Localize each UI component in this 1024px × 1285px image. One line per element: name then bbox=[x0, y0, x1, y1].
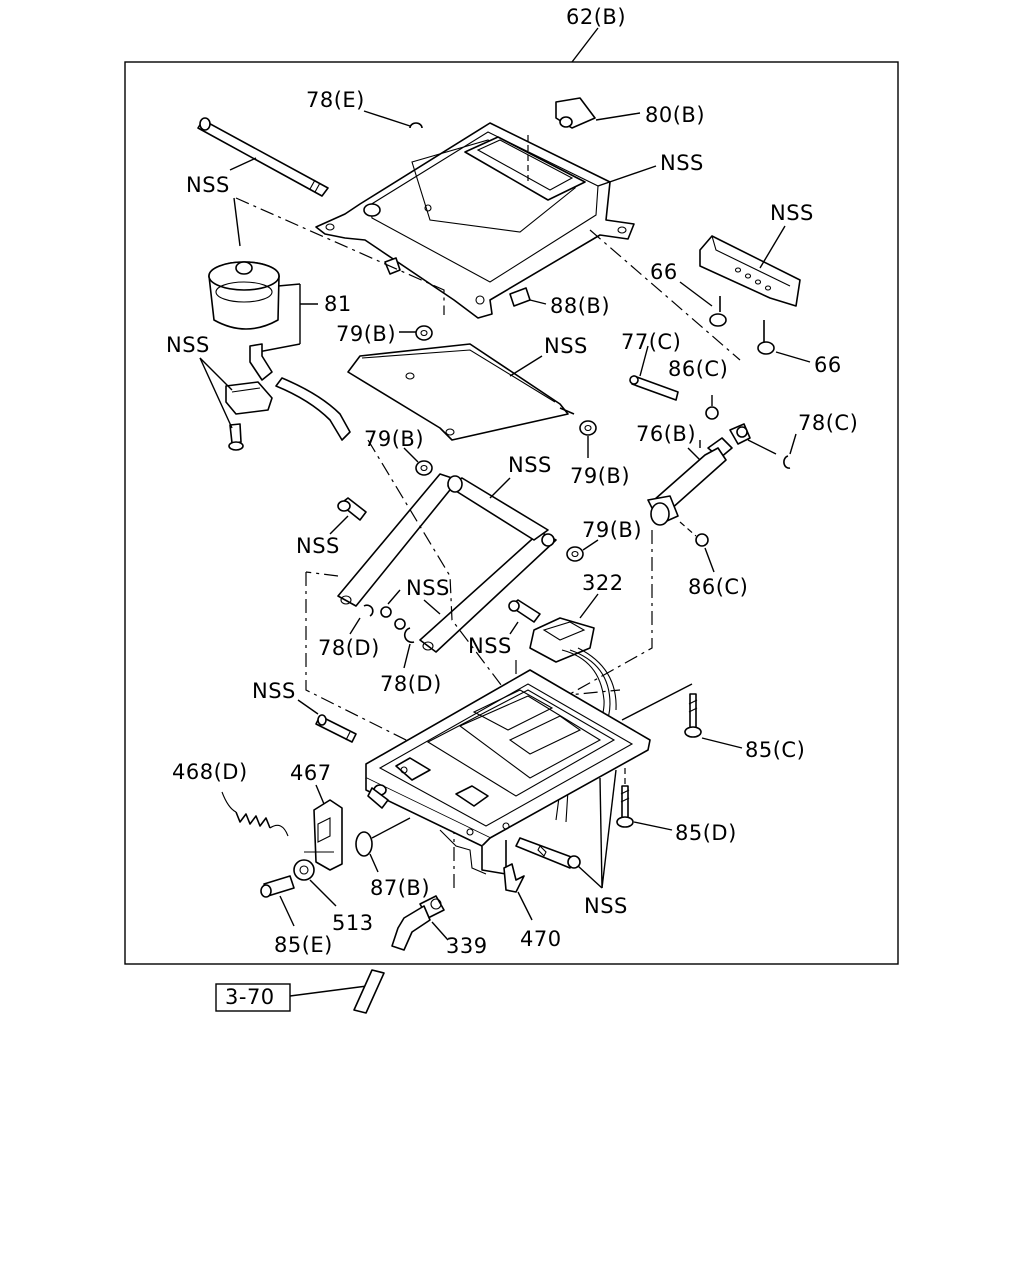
reference-arrow-stripe bbox=[353, 969, 385, 1014]
callout-nss-bracket: NSS bbox=[770, 201, 814, 225]
callout-78d-2: 78(D) bbox=[380, 672, 442, 696]
callout-nss-bolt-left: NSS bbox=[296, 534, 340, 558]
washer-79b-3 bbox=[415, 460, 433, 476]
callout-78e: 78(E) bbox=[306, 88, 365, 112]
callout-85d: 85(D) bbox=[675, 821, 737, 845]
clip-78d-1 bbox=[363, 604, 374, 617]
ring-87b bbox=[355, 831, 373, 857]
clip-78c bbox=[783, 455, 791, 469]
callout-nss-top-left: NSS bbox=[186, 173, 230, 197]
bolt-85e bbox=[260, 875, 295, 898]
callout-nss-switch: NSS bbox=[468, 634, 512, 658]
callout-76b: 76(B) bbox=[636, 422, 696, 446]
callout-nss-upper-arm: NSS bbox=[544, 334, 588, 358]
callout-nss-mid: NSS bbox=[406, 576, 450, 600]
eye-bolt-66-a bbox=[709, 296, 727, 327]
switch-322 bbox=[529, 617, 617, 823]
callout-nss-top-right: NSS bbox=[660, 151, 704, 175]
callout-80b: 80(B) bbox=[645, 103, 705, 127]
reference-leader bbox=[289, 985, 368, 997]
clip-78d-2 bbox=[403, 627, 415, 644]
callout-nss-left-bracket: NSS bbox=[166, 333, 210, 357]
screw-nss-switch bbox=[508, 599, 541, 623]
upper-seat-frame bbox=[315, 122, 635, 319]
clip-78e bbox=[409, 122, 423, 129]
bracket-nss-right bbox=[699, 235, 801, 307]
callout-81: 81 bbox=[324, 292, 352, 316]
frame-label-leader bbox=[571, 27, 599, 63]
callout-87b: 87(B) bbox=[370, 876, 430, 900]
callout-nss-lower-arm: NSS bbox=[508, 453, 552, 477]
callout-86c-1: 86(C) bbox=[668, 357, 728, 381]
washer-79b-1 bbox=[415, 325, 433, 341]
spring-468d bbox=[221, 791, 289, 837]
shock-absorber-76b bbox=[647, 423, 751, 526]
lower-seat-frame bbox=[365, 669, 651, 875]
nut-86c-2 bbox=[695, 533, 709, 547]
callout-79b-3: 79(B) bbox=[364, 427, 424, 451]
frame-label: 62(B) bbox=[566, 5, 626, 29]
callout-66-b: 66 bbox=[814, 353, 842, 377]
bushing-513 bbox=[293, 859, 315, 881]
callout-85c: 85(C) bbox=[745, 738, 805, 762]
callout-79b-1: 79(B) bbox=[336, 322, 396, 346]
pin-77c bbox=[629, 375, 679, 401]
callout-470: 470 bbox=[520, 927, 562, 951]
reference-box bbox=[215, 983, 291, 1012]
nut-86c-1 bbox=[705, 406, 719, 420]
callout-88b: 88(B) bbox=[550, 294, 610, 318]
callout-513: 513 bbox=[332, 911, 374, 935]
bolt-85c bbox=[684, 693, 702, 738]
callout-467: 467 bbox=[290, 761, 332, 785]
air-fitting bbox=[249, 343, 351, 441]
eye-bolt-66-b bbox=[757, 320, 775, 355]
long-rod bbox=[197, 117, 329, 197]
lever-467 bbox=[304, 799, 343, 871]
callout-78d-1: 78(D) bbox=[318, 636, 380, 660]
bracket-nss-left bbox=[225, 381, 273, 451]
diagram-frame bbox=[124, 61, 899, 965]
pin-nss-left bbox=[315, 714, 357, 743]
callout-nss-pin-left: NSS bbox=[252, 679, 296, 703]
callout-77c: 77(C) bbox=[621, 330, 681, 354]
air-spring-81 bbox=[208, 261, 280, 330]
callout-79b-4: 79(B) bbox=[582, 518, 642, 542]
fitting-339 bbox=[391, 895, 445, 951]
bolt-nss-left bbox=[337, 497, 367, 521]
callout-nss-bottom-right: NSS bbox=[584, 894, 628, 918]
callout-468d: 468(D) bbox=[172, 760, 248, 784]
callout-85e: 85(E) bbox=[274, 933, 333, 957]
callout-322: 322 bbox=[582, 571, 624, 595]
callout-86c-2: 86(C) bbox=[688, 575, 748, 599]
callout-79b-2: 79(B) bbox=[570, 464, 630, 488]
knob-80b bbox=[555, 97, 596, 129]
nut-88b bbox=[509, 287, 531, 307]
upper-scissor-arm bbox=[347, 343, 575, 441]
clip-470 bbox=[503, 863, 525, 893]
bolt-85d bbox=[616, 785, 634, 828]
callout-78c: 78(C) bbox=[798, 411, 858, 435]
pin-nss-bottom-right bbox=[515, 837, 581, 869]
callout-66-a: 66 bbox=[650, 260, 678, 284]
reference-label: 3-70 bbox=[225, 985, 275, 1009]
callout-339: 339 bbox=[446, 934, 488, 958]
washer-79b-2 bbox=[579, 420, 597, 436]
lower-scissor-arm bbox=[337, 473, 557, 653]
washer-79b-4 bbox=[566, 546, 584, 562]
